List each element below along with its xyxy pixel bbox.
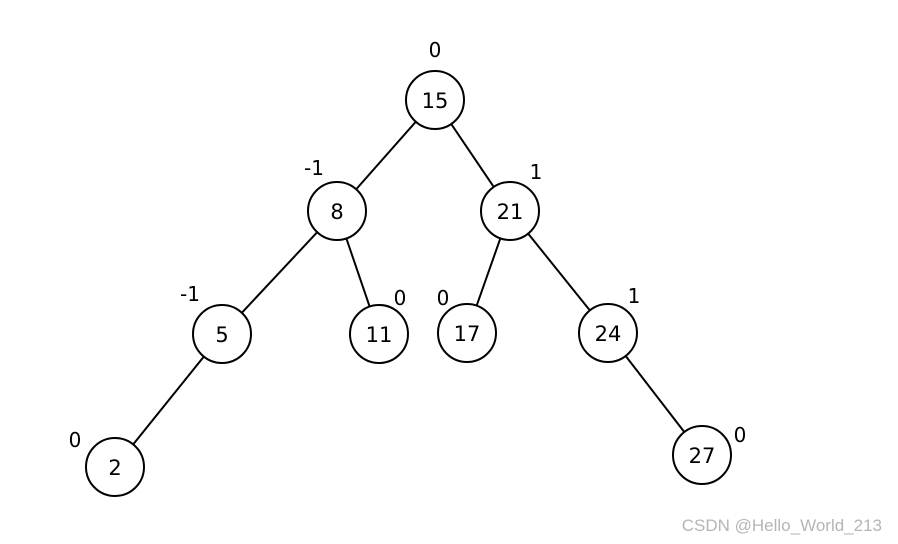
balance-factor: -1 bbox=[304, 156, 324, 180]
node-value: 24 bbox=[595, 322, 622, 346]
balance-factor: 0 bbox=[429, 38, 442, 62]
node-value: 8 bbox=[330, 200, 343, 224]
edge-24-27 bbox=[624, 355, 686, 433]
edge-15-21 bbox=[450, 123, 495, 188]
watermark: CSDN @Hello_World_213 bbox=[681, 516, 882, 535]
tree-node-24: 241 bbox=[578, 284, 641, 363]
edge-8-11 bbox=[345, 238, 371, 307]
balance-factor: 0 bbox=[394, 286, 407, 310]
node-circle bbox=[437, 303, 497, 363]
tree-node-5: 5 -1 bbox=[180, 282, 252, 364]
balance-factor: -1 bbox=[180, 282, 200, 306]
balance-factor: 1 bbox=[628, 284, 641, 308]
edge-21-24 bbox=[527, 232, 591, 312]
node-circle bbox=[672, 425, 732, 485]
node-circle bbox=[578, 303, 638, 363]
node-circle bbox=[85, 437, 145, 497]
node-value: 2 bbox=[108, 456, 121, 480]
edge-5-2 bbox=[132, 355, 205, 446]
tree-node-15: 15 0 bbox=[405, 38, 465, 130]
tree-node-8: 8-1 bbox=[304, 156, 367, 241]
node-value: 27 bbox=[689, 444, 716, 468]
node-value: 5 bbox=[215, 323, 228, 347]
balance-factor: 0 bbox=[734, 423, 747, 447]
tree-node-2: 20 bbox=[69, 428, 145, 497]
node-circle bbox=[349, 304, 409, 364]
tree-node-11: 110 bbox=[349, 286, 409, 364]
balance-factor: 1 bbox=[530, 160, 543, 184]
node-value: 17 bbox=[454, 322, 481, 346]
tree-node-17: 170 bbox=[437, 286, 497, 363]
node-circle bbox=[480, 181, 540, 241]
tree-node-21: 211 bbox=[480, 160, 543, 241]
edges-layer bbox=[132, 121, 686, 446]
node-circle bbox=[192, 304, 252, 364]
node-value: 15 bbox=[422, 89, 449, 113]
node-circle bbox=[307, 181, 367, 241]
balance-factor: 0 bbox=[437, 286, 450, 310]
node-value: 21 bbox=[497, 200, 524, 224]
node-value: 11 bbox=[366, 323, 393, 347]
balance-factor: 0 bbox=[69, 428, 82, 452]
node-circle bbox=[405, 70, 465, 130]
edge-8-5 bbox=[241, 231, 318, 314]
edge-15-8 bbox=[355, 121, 417, 190]
tree-node-27: 27 0 bbox=[672, 423, 747, 485]
edge-21-17 bbox=[475, 238, 502, 306]
